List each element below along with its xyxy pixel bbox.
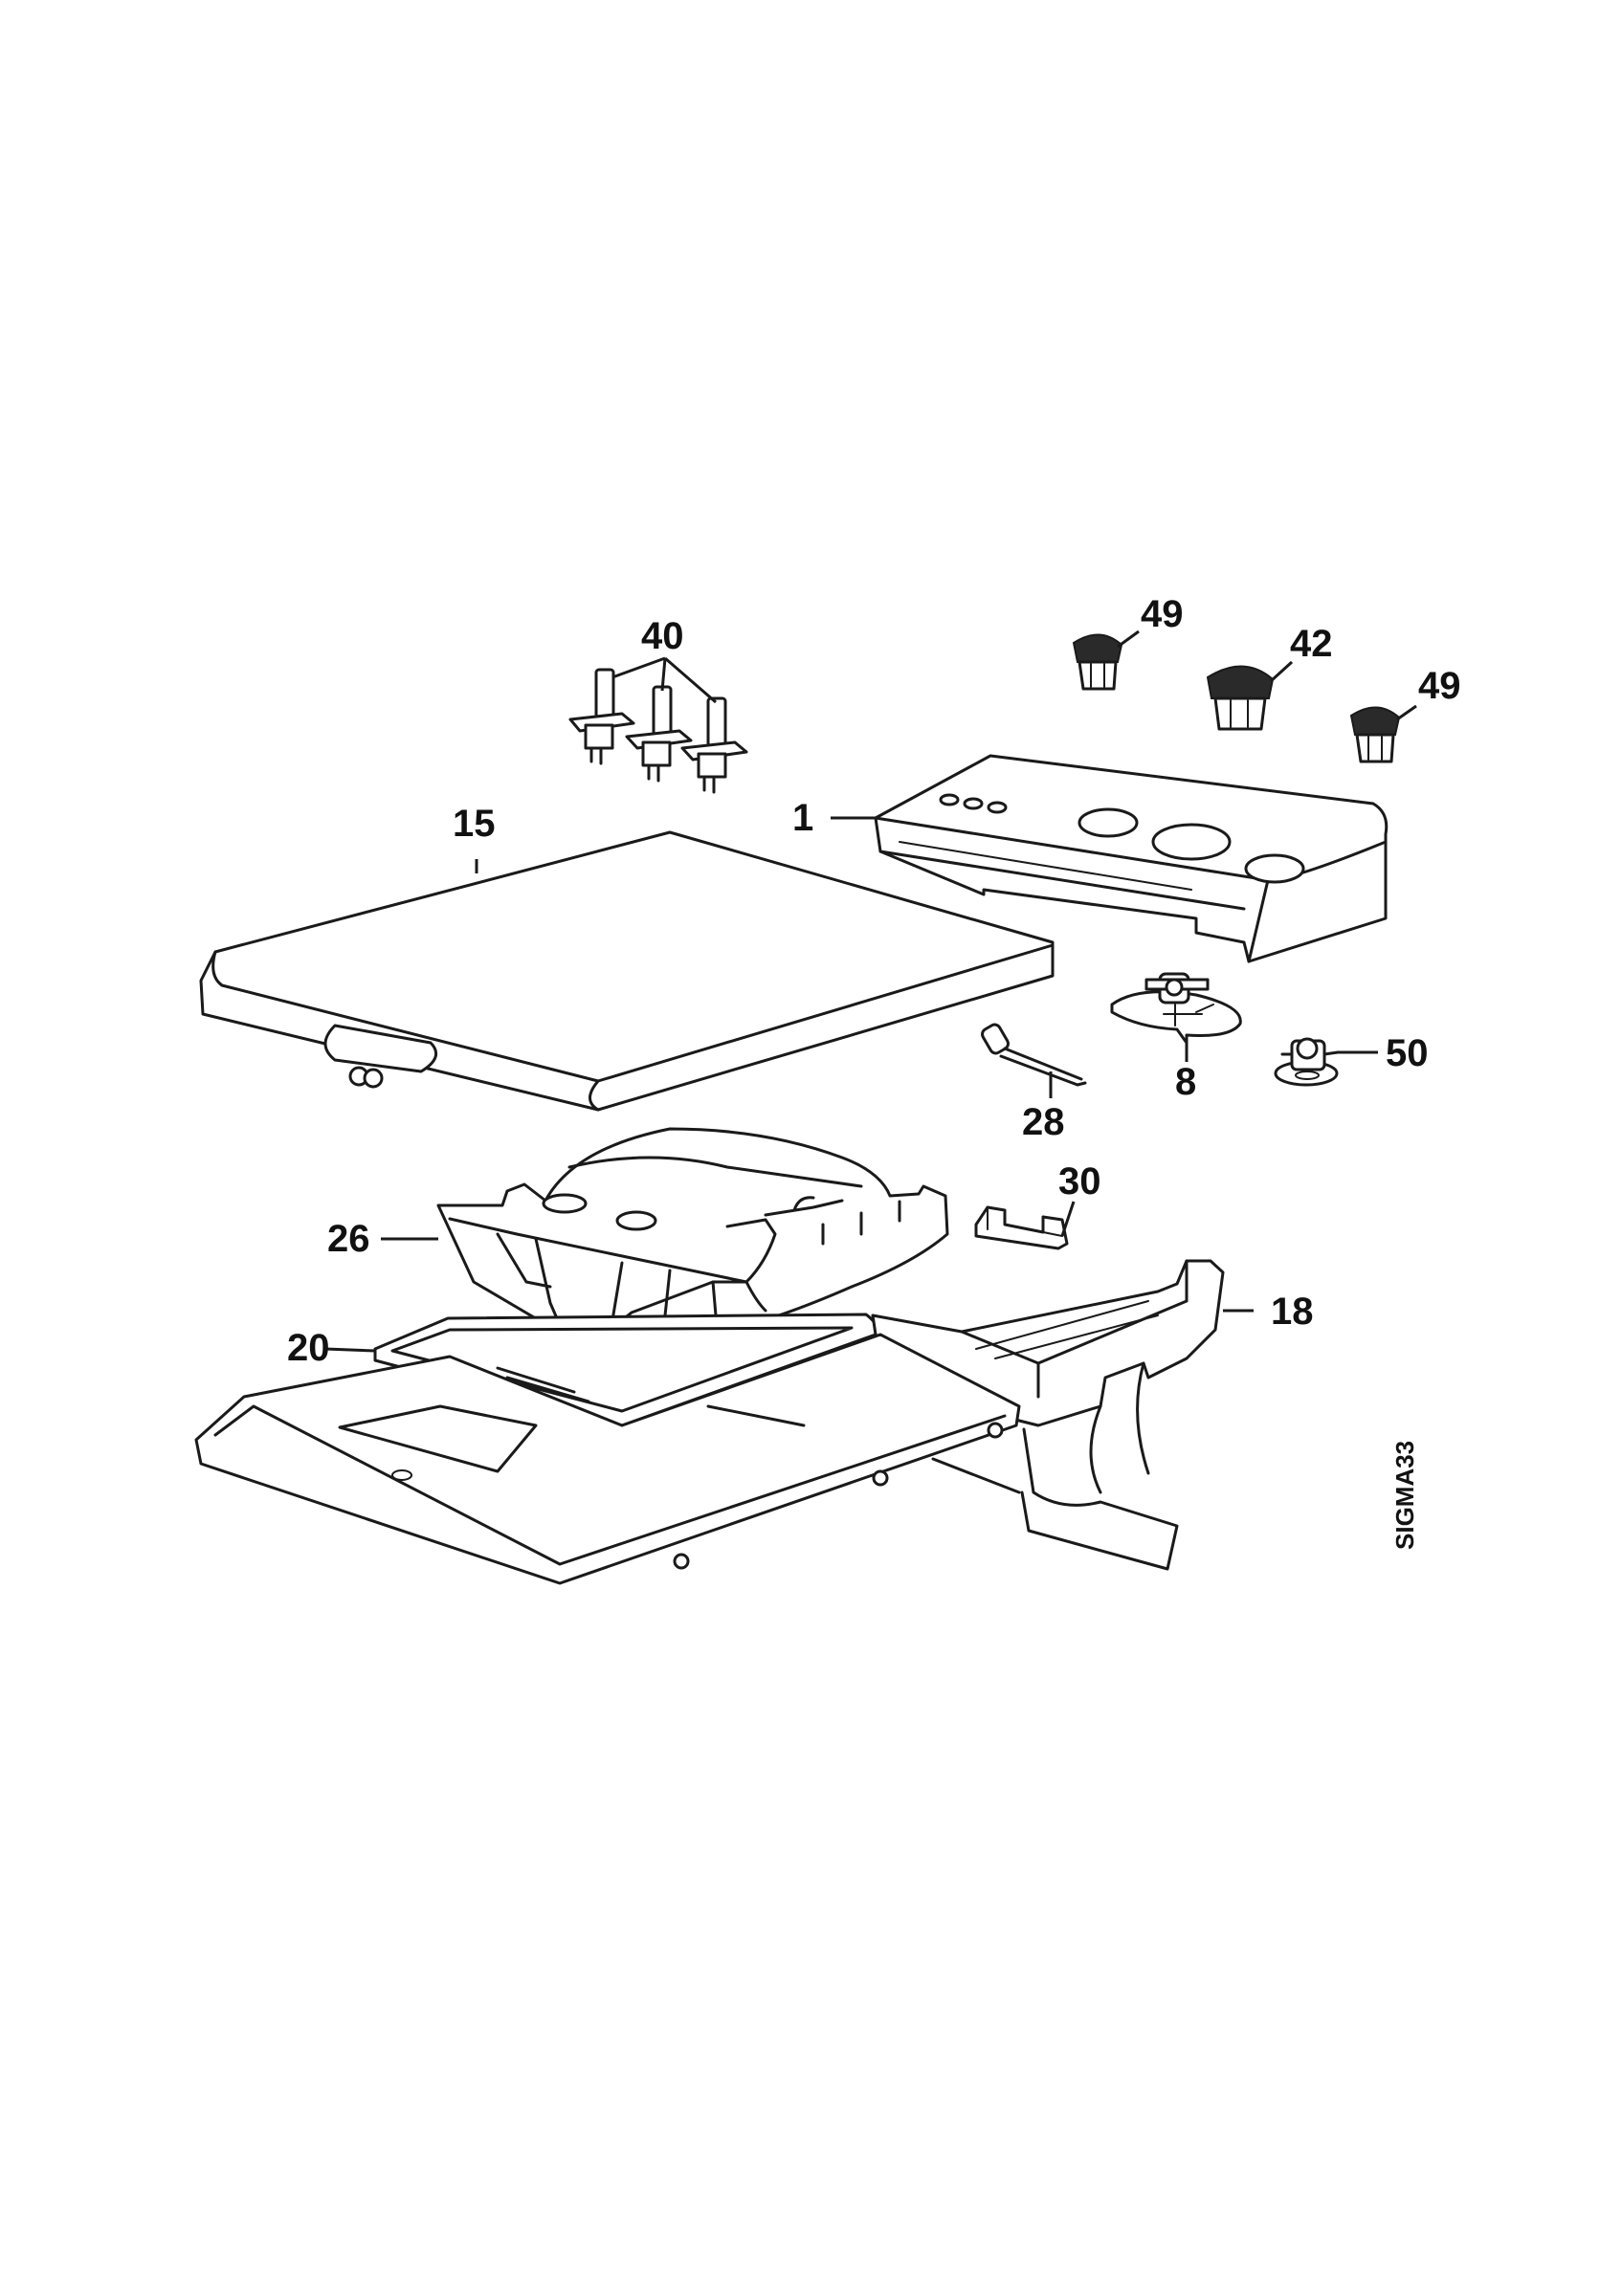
callout-20: 20 [287, 1327, 330, 1369]
part-30-bracket [974, 1201, 1076, 1250]
plunger-3 [680, 696, 748, 794]
callout-26: 26 [327, 1218, 370, 1260]
drawing-code: SIGMA33 [1390, 1441, 1419, 1550]
callout-42: 42 [1290, 623, 1333, 665]
callout-8: 8 [1175, 1061, 1196, 1103]
part-50-knob-assembly [1274, 1037, 1378, 1087]
plunger-1 [568, 668, 635, 765]
callout-49-left: 49 [1141, 593, 1184, 635]
part-49-knob-left [1072, 629, 1140, 691]
callout-30: 30 [1058, 1160, 1101, 1203]
part-40-plungers [568, 656, 748, 794]
callout-18: 18 [1271, 1291, 1314, 1333]
callout-28: 28 [1022, 1101, 1065, 1143]
callout-50: 50 [1386, 1032, 1429, 1074]
part-28-pin [981, 1023, 1087, 1098]
callout-15: 15 [453, 803, 496, 845]
part-42-knob-center [1206, 660, 1294, 731]
base-tray [194, 1333, 1021, 1585]
callout-49-right: 49 [1418, 665, 1461, 707]
part-8-selector [1110, 972, 1242, 1062]
plunger-2 [625, 685, 693, 783]
callout-40: 40 [641, 615, 684, 657]
part-1-control-panel [831, 754, 1389, 963]
part-49-knob-right [1349, 704, 1417, 763]
part-15-lid [199, 830, 1055, 1112]
callout-1: 1 [792, 797, 813, 839]
part-26-dispenser [381, 1127, 949, 1334]
